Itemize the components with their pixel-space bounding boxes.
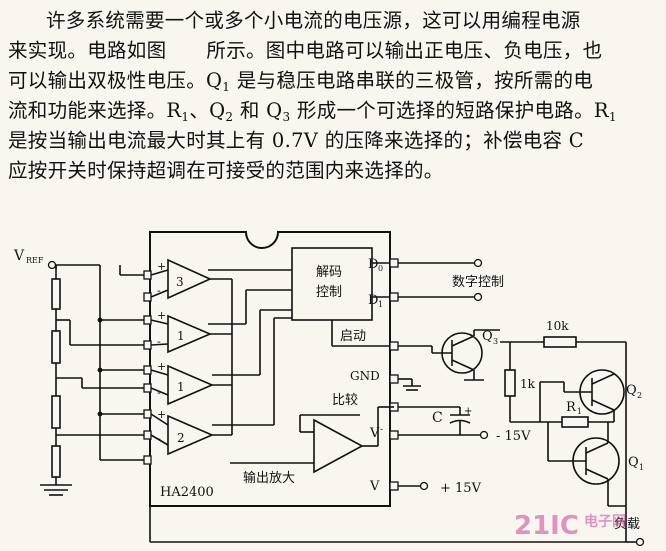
paragraph-line-5: 是按当输出电流最大时其上有 0.7V 的压降来选择的；补偿电容 C (8, 129, 585, 152)
paragraph-line-2: 来实现。电路如图所示。图中电路可以输出正电压、负电压，也 (8, 39, 603, 62)
svg-text:输出放大: 输出放大 (243, 470, 295, 486)
svg-text:解码: 解码 (316, 265, 342, 280)
svg-text:+: + (157, 408, 166, 421)
ic-right-pins (389, 258, 399, 491)
svg-text:- 15V: - 15V (496, 429, 531, 444)
svg-text:+: + (157, 260, 166, 273)
transistor-q2: Q 2 (539, 369, 642, 422)
vref-input: V REF (13, 248, 100, 279)
svg-text:+: + (157, 309, 166, 322)
gnd-connection (398, 378, 421, 391)
svg-text:-: - (380, 425, 383, 435)
amp-2: 2 (150, 413, 215, 456)
svg-text:REF: REF (26, 256, 44, 265)
amp-1-lower: 1 (150, 364, 215, 406)
svg-text:1k: 1k (520, 377, 536, 391)
divider-taps (55, 265, 146, 461)
ic-right-pin-labels: D 0 D 1 启动 GND 比较 V - V (332, 257, 383, 494)
digital-control-input: 数字控制 (398, 258, 504, 302)
load-output: 负载 (150, 506, 645, 547)
svg-text:数字控制: 数字控制 (452, 275, 504, 290)
svg-text:2: 2 (177, 431, 185, 445)
svg-text:比较: 比较 (332, 393, 358, 408)
svg-text:10k: 10k (546, 319, 569, 333)
svg-text:+: + (464, 406, 472, 417)
svg-text:1: 1 (639, 463, 644, 472)
pin-polarity-marks: + - + - + - + - (157, 260, 166, 445)
paragraph-line-1: 许多系统需要一个或多个小电流的电压源，这可以用编程电源 (46, 9, 581, 32)
svg-text:-: - (157, 284, 161, 297)
svg-text:V: V (369, 479, 380, 494)
svg-text:C: C (432, 410, 443, 426)
svg-text:GND: GND (350, 369, 380, 383)
amp-1-upper: 1 (150, 314, 213, 354)
svg-text:1: 1 (577, 407, 582, 416)
resistor-10k: 10k (500, 319, 627, 506)
decoder-control-block: 解码 控制 (208, 247, 394, 436)
output-amplifier: 输出放大 (149, 406, 394, 542)
svg-text:3: 3 (176, 275, 184, 289)
svg-text:21IC: 21IC (514, 511, 579, 541)
svg-text:-: - (157, 335, 161, 348)
svg-text:R: R (566, 400, 577, 415)
resistor-divider (40, 278, 72, 496)
ic-left-pins (143, 270, 152, 465)
paragraph-line-4: 流和功能来选择。R1、Q2 和 Q3 形成一个可选择的短路保护电路。R1 (8, 99, 617, 124)
svg-text:Q: Q (626, 383, 637, 398)
svg-text:D: D (368, 293, 378, 308)
svg-text:电子网: 电子网 (584, 513, 626, 530)
svg-text:2: 2 (637, 391, 642, 400)
svg-text:负载: 负载 (614, 517, 640, 532)
site-watermark: 21IC 电子网 (514, 511, 626, 541)
svg-text:启动: 启动 (340, 329, 366, 344)
resistor-1k: 1k (504, 342, 540, 423)
transistor-q1: Q 1 (547, 422, 644, 507)
svg-text:Q: Q (482, 329, 493, 344)
ic-ha2400: HA2400 (149, 231, 391, 507)
svg-text:3: 3 (493, 337, 498, 346)
svg-text:HA2400: HA2400 (160, 485, 214, 500)
circuit-schematic: V REF (13, 231, 645, 547)
amp-3: 3 (150, 258, 212, 300)
svg-text:D: D (368, 257, 378, 272)
svg-text:1: 1 (177, 329, 185, 343)
svg-text:+ 15V: + 15V (440, 481, 482, 496)
svg-text:V: V (369, 426, 380, 441)
paragraph-line-6: 应按开关时保持超调在可接受的范围内来选择的。 (8, 159, 444, 182)
transistor-q3: Q 3 (398, 329, 500, 381)
svg-text:0: 0 (378, 264, 383, 273)
capacitor-c: C + - 15V + 15V (398, 406, 531, 496)
svg-text:1: 1 (177, 380, 185, 394)
svg-text:V: V (13, 248, 25, 264)
svg-text:+: + (157, 360, 166, 373)
resistor-r1: R 1 (540, 400, 615, 428)
svg-text:Q: Q (628, 455, 639, 470)
svg-text:控制: 控制 (316, 285, 342, 300)
svg-text:-: - (157, 432, 161, 445)
svg-text:-: - (157, 386, 161, 399)
description-paragraph: 许多系统需要一个或多个小电流的电压源，这可以用编程电源 来实现。电路如图所示。图… (8, 6, 660, 186)
svg-text:1: 1 (378, 300, 383, 309)
paragraph-line-3: 可以输出双极性电压。Q1 是与稳压电路串联的三极管，按所需的电 (8, 69, 594, 94)
